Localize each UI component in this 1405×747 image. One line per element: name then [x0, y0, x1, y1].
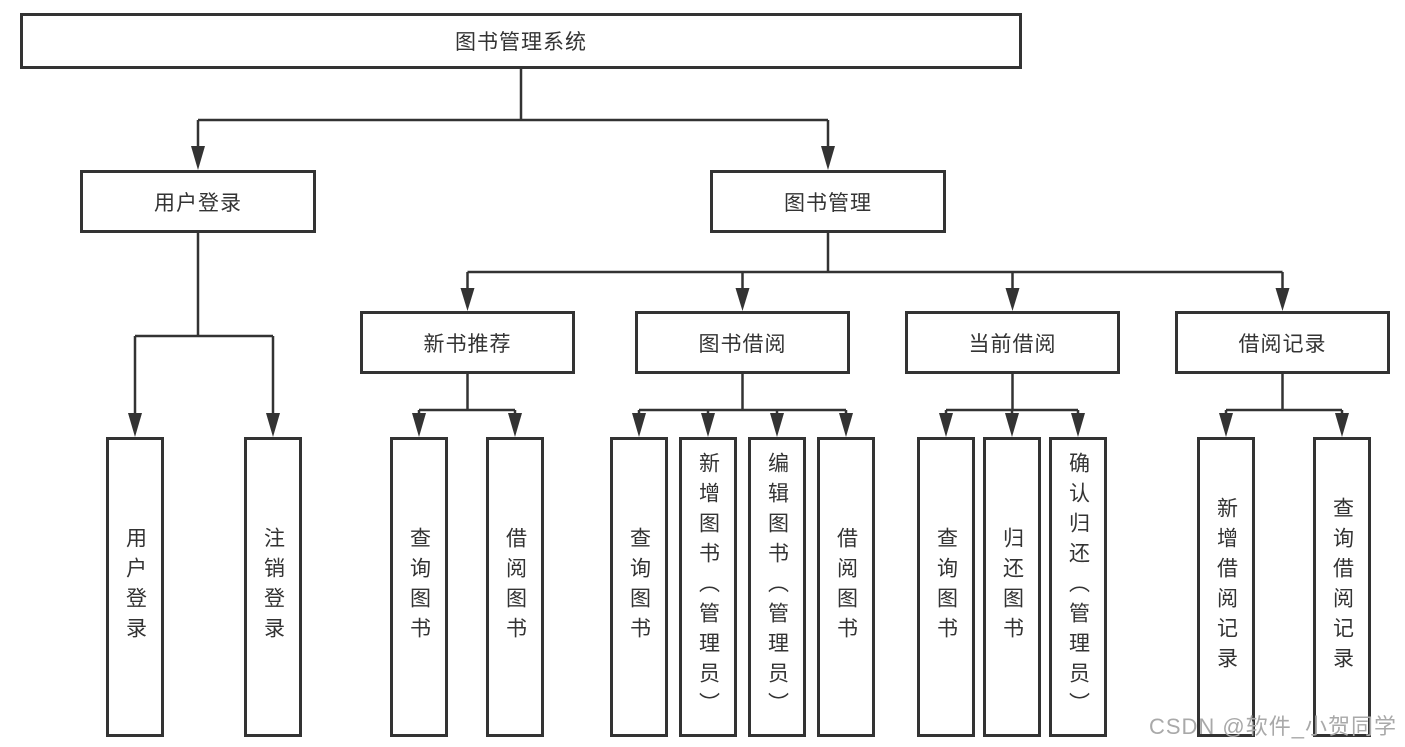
- leaf-add-borrow-record-label: 新增借阅记录: [1214, 497, 1238, 677]
- arrow-down-icon: [266, 413, 280, 437]
- node-new-book-recommend: 新书推荐: [360, 311, 575, 374]
- leaf-query-borrow-record-label: 查询借阅记录: [1330, 497, 1354, 677]
- arrow-down-icon: [1005, 288, 1020, 311]
- arrow-down-icon: [1275, 288, 1290, 311]
- arrow-down-icon: [1335, 413, 1349, 437]
- watermark: CSDN @软件_小贺同学: [1148, 714, 1397, 739]
- leaf-confirm-return-admin-label: 确认归还（管理员）: [1066, 452, 1090, 722]
- node-book-borrow: 图书借阅: [635, 311, 850, 374]
- connector-user-login-branch: [128, 233, 280, 437]
- leaf-query-borrow-record: 查询借阅记录: [1313, 437, 1371, 737]
- leaf-query-books-recommend-label: 查询图书: [407, 527, 431, 647]
- leaf-borrow-books-label: 借阅图书: [834, 527, 858, 647]
- leaf-add-book-admin: 新增图书（管理员）: [679, 437, 737, 737]
- arrow-down-icon: [770, 413, 784, 437]
- connector-current-borrow-branch: [939, 374, 1085, 437]
- leaf-query-books-current: 查询图书: [917, 437, 975, 737]
- leaf-borrow-books: 借阅图书: [817, 437, 875, 737]
- arrow-down-icon: [460, 288, 475, 311]
- leaf-query-books-recommend: 查询图书: [390, 437, 448, 737]
- arrow-down-icon: [508, 413, 522, 437]
- arrow-down-icon: [701, 413, 715, 437]
- leaf-logout-label: 注销登录: [261, 527, 285, 647]
- arrow-down-icon: [1219, 413, 1233, 437]
- arrow-down-icon: [412, 413, 426, 437]
- node-root: 图书管理系统: [20, 13, 1022, 69]
- arrow-down-icon: [821, 146, 835, 170]
- connector-book-management-branch: [460, 233, 1290, 311]
- connector-book-borrow-branch: [632, 374, 853, 437]
- leaf-return-book: 归还图书: [983, 437, 1041, 737]
- arrow-down-icon: [735, 288, 750, 311]
- node-borrow-records: 借阅记录: [1175, 311, 1390, 374]
- connector-new-book-recommend-branch: [412, 374, 522, 437]
- leaf-user-login: 用户登录: [106, 437, 164, 737]
- leaf-edit-book-admin-label: 编辑图书（管理员）: [765, 452, 789, 722]
- node-book-management: 图书管理: [710, 170, 946, 233]
- leaf-add-borrow-record: 新增借阅记录: [1197, 437, 1255, 737]
- leaf-return-book-label: 归还图书: [1000, 527, 1024, 647]
- connector-root-branch: [191, 69, 835, 170]
- leaf-add-book-admin-label: 新增图书（管理员）: [696, 452, 720, 722]
- leaf-query-books-borrow: 查询图书: [610, 437, 668, 737]
- leaf-logout: 注销登录: [244, 437, 302, 737]
- leaf-borrow-books-recommend-label: 借阅图书: [503, 527, 527, 647]
- node-current-borrow: 当前借阅: [905, 311, 1120, 374]
- connector-borrow-records-branch: [1219, 374, 1349, 437]
- arrow-down-icon: [128, 413, 142, 437]
- node-user-login: 用户登录: [80, 170, 316, 233]
- leaf-edit-book-admin: 编辑图书（管理员）: [748, 437, 806, 737]
- arrow-down-icon: [839, 413, 853, 437]
- leaf-confirm-return-admin: 确认归还（管理员）: [1049, 437, 1107, 737]
- leaf-query-books-borrow-label: 查询图书: [627, 527, 651, 647]
- arrow-down-icon: [939, 413, 953, 437]
- arrow-down-icon: [1071, 413, 1085, 437]
- arrow-down-icon: [632, 413, 646, 437]
- leaf-borrow-books-recommend: 借阅图书: [486, 437, 544, 737]
- arrow-down-icon: [1005, 413, 1019, 437]
- leaf-user-login-label: 用户登录: [123, 527, 147, 647]
- arrow-down-icon: [191, 146, 205, 170]
- leaf-query-books-current-label: 查询图书: [934, 527, 958, 647]
